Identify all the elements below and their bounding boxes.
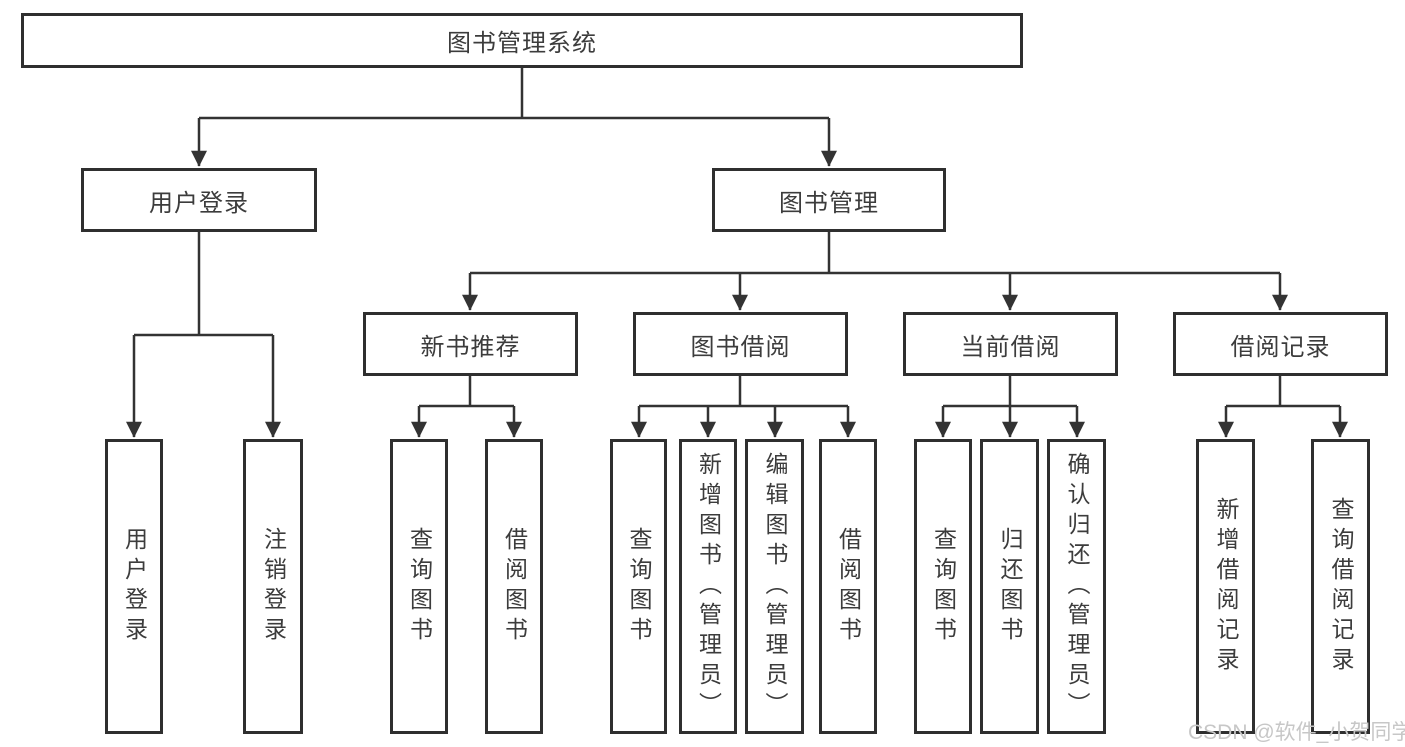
node-return-books: 归还图书 [980,439,1039,734]
node-book-borrow: 图书借阅 [633,312,848,376]
node-query-borrow-record: 查询借阅记录 [1311,439,1370,734]
node-borrow-books-recommend: 借阅图书 [485,439,543,734]
node-new-book-recommend: 新书推荐 [363,312,578,376]
node-add-borrow-record: 新增借阅记录 [1196,439,1255,734]
node-query-books-current: 查询图书 [914,439,972,734]
node-query-books-borrow: 查询图书 [610,439,667,734]
node-confirm-return-admin: 确认归还（管理员） [1047,439,1106,734]
node-edit-books-admin: 编辑图书（管理员） [745,439,804,734]
csdn-watermark: CSDN @软件_小贺同学 [1188,721,1405,744]
node-add-books-admin: 新增图书（管理员） [679,439,737,734]
node-logout-action: 注销登录 [243,439,303,734]
node-borrow-books-action: 借阅图书 [819,439,877,734]
node-book-management-module: 图书管理 [712,168,946,232]
node-root-system: 图书管理系统 [21,13,1023,68]
node-query-books-recommend: 查询图书 [390,439,448,734]
node-borrow-records: 借阅记录 [1173,312,1388,376]
node-user-login-action: 用户登录 [105,439,163,734]
node-user-login-module: 用户登录 [81,168,317,232]
node-current-borrow: 当前借阅 [903,312,1118,376]
node-root-label: 图书管理系统 [447,30,597,57]
